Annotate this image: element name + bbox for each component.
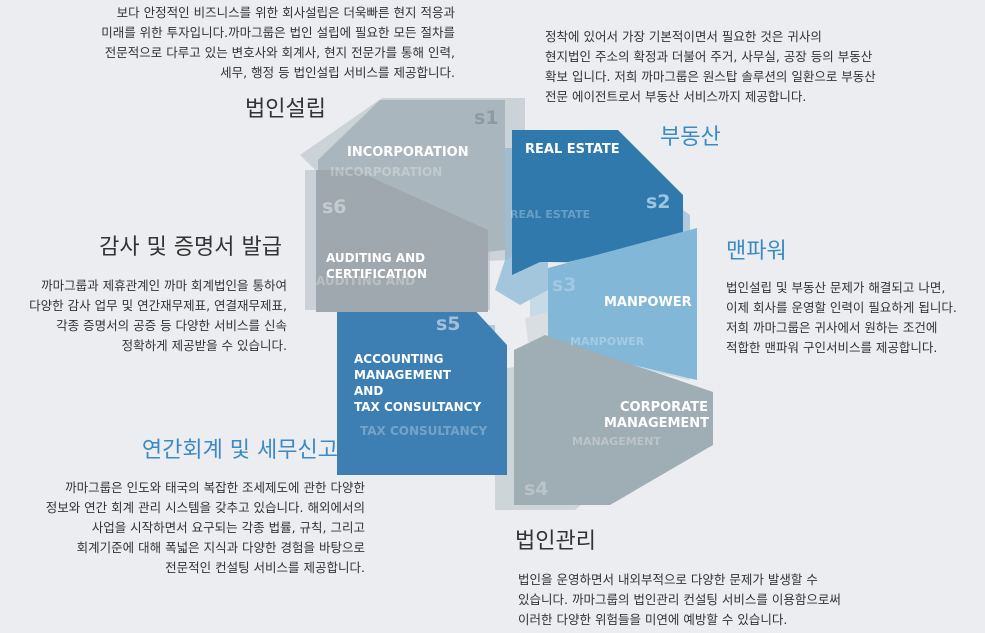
manpower-segment: [548, 228, 697, 380]
step-number-s5: s5: [436, 313, 461, 335]
corp-mgmt-ghost-label: MANAGEMENT: [572, 435, 661, 448]
incorporation-segment: [318, 100, 505, 255]
auditing-title: 감사 및 증명서 발급: [99, 235, 282, 260]
accounting-label-3: AND: [354, 384, 383, 398]
accounting-label-2: MANAGEMENT: [354, 368, 452, 382]
corp-mgmt-label-2: MANAGEMENT: [604, 416, 709, 431]
real-estate-title: 부동산: [660, 125, 721, 150]
corporate-management-title: 법인관리: [515, 529, 596, 554]
corporate-management-segment: [514, 335, 713, 505]
incorporation-title: 법인설립: [245, 97, 326, 122]
manpower-title: 맨파워: [726, 239, 787, 264]
corp-mgmt-label-1: CORPORATE: [620, 400, 708, 415]
real-estate-ghost-label: REAL ESTATE: [510, 208, 590, 221]
auditing-label-2: CERTIFICATION: [326, 267, 427, 281]
step-number-s6: s6: [322, 196, 347, 218]
step-number-s4: s4: [524, 478, 549, 500]
incorporation-ghost-label: INCORPORATION: [330, 165, 442, 179]
real-estate-segment: [512, 130, 683, 275]
accounting-segment: [337, 305, 507, 475]
accounting-description: 까마그룹은 인도와 태국의 복잡한 조세제도에 관한 다양한 정보와 연간 회계…: [45, 480, 365, 575]
accounting-ghost-label: TAX CONSULTANCY: [360, 424, 487, 438]
real-estate-label: REAL ESTATE: [525, 142, 620, 157]
step-number-s2: s2: [646, 191, 671, 213]
step-number-s1: s1: [474, 107, 499, 129]
auditing-ghost-label: AUDITING AND: [316, 274, 415, 288]
manpower-description: 법인설립 및 부동산 문제가 해결되고 나면, 이제 회사를 운영할 인력이 필…: [726, 280, 957, 355]
auditing-description: 까마그룹과 제휴관계인 까마 회계법인을 통하여 다양한 감사 업무 및 연간재…: [29, 278, 287, 353]
incorporation-description: 보다 안정적인 비즈니스를 위한 회사설립은 더욱빠른 현지 적응과 미래를 위…: [101, 5, 455, 80]
manpower-label: MANPOWER: [604, 295, 692, 310]
incorporation-label: INCORPORATION: [347, 145, 469, 160]
accounting-label-4: TAX CONSULTANCY: [354, 400, 481, 414]
corporate-management-description: 법인을 운영하면서 내외부적으로 다양한 문제가 발생할 수 있습니다. 까마그…: [518, 572, 841, 627]
real-estate-description: 정착에 있어서 가장 기본적이면서 필요한 것은 귀사의 현지법인 주소의 확정…: [545, 29, 876, 104]
manpower-ghost-label: MANPOWER: [570, 335, 645, 348]
accounting-title: 연간회계 및 세무신고: [141, 438, 338, 463]
step-number-s3: s3: [552, 274, 577, 296]
auditing-segment: [316, 170, 488, 312]
auditing-label-1: AUDITING AND: [326, 251, 425, 265]
accounting-label-1: ACCOUNTING: [354, 352, 443, 366]
